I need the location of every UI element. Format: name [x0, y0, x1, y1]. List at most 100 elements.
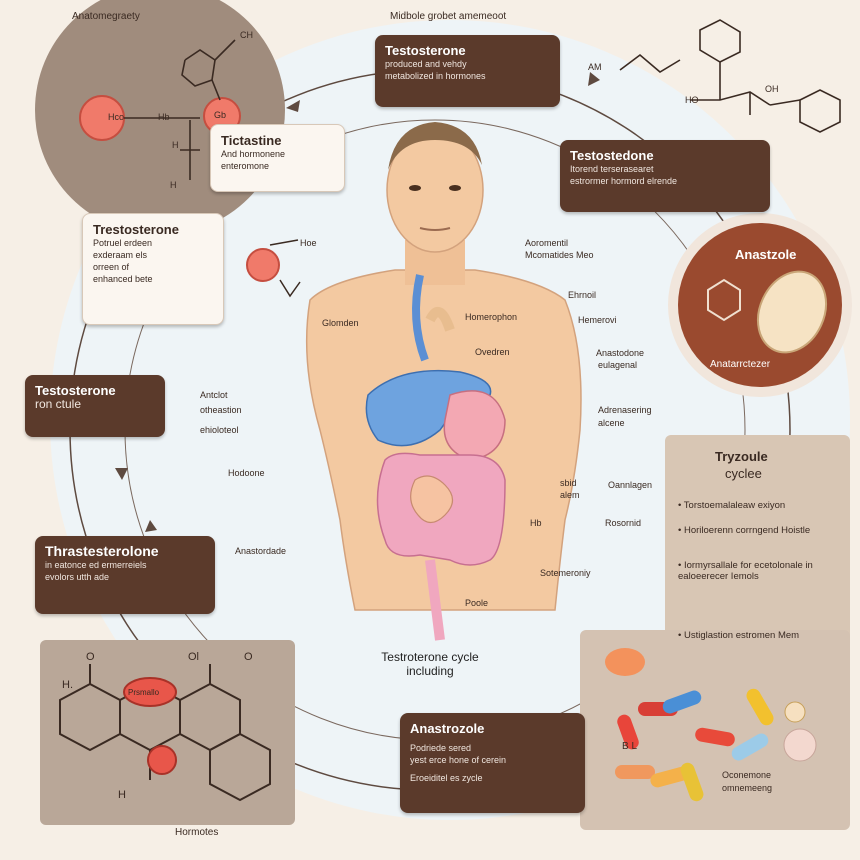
bullet-text: Horiloerenn corrngend Hoistle [683, 525, 811, 536]
box-line: enhanced bete [93, 274, 153, 284]
label-hb: Hb [158, 112, 170, 122]
label-hl: H. [62, 679, 73, 691]
label-eulagenal: eulagenal [598, 360, 638, 370]
arrow-5 [145, 520, 157, 532]
box-line: produced and vehdy [385, 59, 467, 69]
top-left-chem [124, 39, 236, 180]
bottom-left-panel [40, 640, 295, 825]
pill-icon [756, 270, 828, 354]
anastrozole-bottom-box: Anastrozole Podriede sered yest erce hon… [400, 713, 585, 813]
label-anastodone: Anastodone [596, 348, 645, 358]
tryzoule-title: Tryzoule [715, 449, 768, 464]
label-poole: Poole [465, 598, 489, 608]
box-line: Eroeiditel es zycle [410, 773, 483, 783]
box-title: Trestosterone [93, 222, 179, 237]
label-o1: O [86, 651, 95, 663]
tryzoule-bullet: • Ustiglastion estromen Mem [678, 630, 800, 641]
label-o3: O [244, 651, 253, 663]
top-left-label: Anatomegraety [72, 11, 140, 22]
label-alcene: alcene [598, 418, 625, 428]
bullet-text: Iormyrsallale for ecetolonale in ealoeer… [678, 560, 813, 582]
box-line: Potruel erdeen [93, 238, 153, 248]
bullet-text: Torstoemalaleaw exiyon [683, 500, 786, 511]
tryzoule-subtitle: cyclee [725, 466, 762, 481]
bullet-text: Ustiglastion estromen Mem [683, 630, 800, 641]
box-title: Anastrozole [410, 721, 485, 736]
label-o2: Ol [188, 651, 199, 663]
thrastesterolone-box: Thrastesterolone in eatonce ed ermerreie… [35, 536, 215, 614]
top-center-label: Midbole grobet amemeoot [390, 11, 507, 22]
label-glomden: Glomden [322, 318, 359, 328]
box-line: estrormer hormord elrende [570, 176, 678, 186]
label-h-bottom: H [118, 789, 126, 801]
label-ovedren: Ovedren [475, 347, 510, 357]
label-antclot: Antclot [200, 390, 228, 400]
label-alem: alem [560, 490, 580, 500]
label-sbid: sbid [560, 478, 577, 488]
tryzoule-bullet: • Torstoemalaleaw exiyon [678, 500, 786, 511]
testosterone-cycle-box: Testosterone ron ctule [25, 375, 165, 437]
tictastine-box: Tictastine And hormonene enteromone [210, 124, 345, 192]
right-panel-bg [665, 435, 850, 660]
box-line: yest erce hone of cerein [410, 755, 507, 765]
label-ho: HO [685, 95, 699, 105]
human-figure [305, 122, 582, 641]
label-h2: H [170, 180, 177, 190]
box-line: Podriede sered [410, 743, 472, 753]
box-title: Testostedone [570, 148, 654, 163]
label-omnemeeng: omnemeeng [722, 783, 773, 793]
testostedone-box: Testostedone Itorend terserasearet estro… [560, 140, 770, 212]
testosterone-top-box: Testosterone produced and vehdy metaboli… [375, 35, 560, 107]
label-oh: OH [765, 84, 779, 94]
box-title: Tictastine [221, 133, 282, 148]
label-aoromentil: Aoromentil [525, 238, 569, 248]
anastrozole-circle-title: Anastzole [735, 247, 797, 262]
label-am: AM [588, 62, 602, 72]
chem-ball-2 [147, 745, 177, 775]
label-ehrnoil: Ehrnoil [568, 290, 597, 300]
box-line: ron ctule [35, 397, 82, 411]
label-hormotes: Hormotes [175, 827, 219, 838]
label-b-l: B L [622, 741, 638, 752]
label-sotemeroniy: Sotemeroniy [540, 568, 591, 578]
box-line: evolors utth ade [45, 572, 110, 582]
benzene-icon [707, 278, 741, 322]
arrow-6 [115, 468, 128, 480]
label-hemerovi: Hemerovi [578, 315, 617, 325]
box-line: orreen of [93, 262, 130, 272]
box-line: And hormonene [221, 149, 286, 159]
label-oannlagen: Oannlagen [608, 480, 653, 490]
box-line: in eatonce ed ermerreiels [45, 560, 147, 570]
label-anclot-sub: otheastion [200, 405, 242, 415]
center-title-line: Testroterone cycle [381, 650, 479, 664]
top-left-chem-label: CH [240, 30, 253, 40]
label-gb: Gb [214, 110, 227, 120]
center-title-line: including [406, 664, 454, 678]
small-ball [246, 248, 280, 282]
center-title: Testroterone cycle including [330, 650, 530, 678]
anastrozole-circle-caption: Anatarrctezer [710, 359, 771, 370]
box-line: metabolized in hormones [385, 71, 486, 81]
label-ehioloteol: ehioloteol [200, 425, 239, 435]
label-adrenasering: Adrenasering [598, 405, 652, 415]
label-homerophon: Homerophon [465, 312, 518, 322]
label-anastordade: Anastordade [235, 546, 287, 556]
arrow-1 [286, 100, 300, 112]
box-line: Itorend terserasearet [570, 164, 654, 174]
box-title: Thrastesterolone [45, 543, 159, 559]
label-rosornid: Rosornid [605, 518, 642, 528]
label-oconemone: Oconemone [722, 770, 772, 780]
label-hco-ball: Hco [108, 112, 125, 122]
label-hodoone: Hodoone [228, 468, 265, 478]
testosterone-left-box: Trestosterone Potruel erdeen exderaam el… [82, 213, 224, 325]
box-title: Testosterone [35, 383, 116, 398]
tryzoule-bullet: • Horiloerenn corrngend Hoistle [678, 525, 811, 536]
label-mcomatides: Mcomatides Meo [525, 250, 594, 260]
chem-ball-1 [123, 677, 177, 707]
box-line: enteromone [221, 161, 270, 171]
label-prsmallo: Prsmallo [128, 688, 160, 697]
box-line: exderaam els [93, 250, 148, 260]
tryzoule-bullet: • Iormyrsallale for ecetolonale in ealoe… [678, 560, 813, 582]
